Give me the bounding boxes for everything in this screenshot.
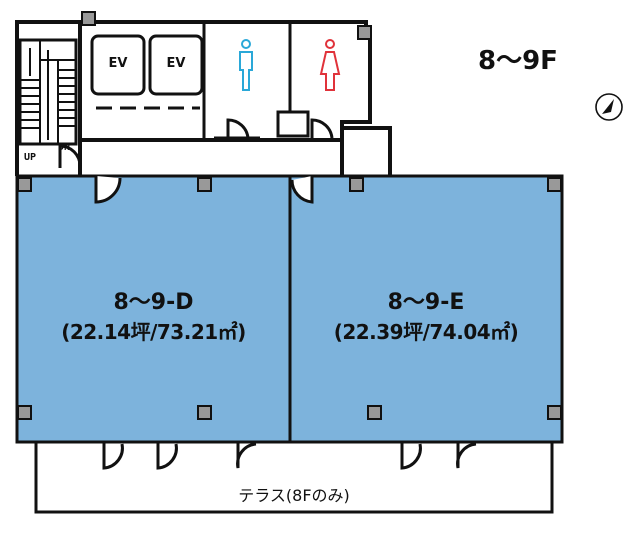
terrace-label: テラス(8Fのみ) — [238, 486, 350, 505]
female-restroom-icon — [319, 39, 341, 91]
doors-bottom — [102, 442, 477, 470]
stair-up-label: UP — [24, 152, 37, 163]
elevator-label: EV — [108, 56, 128, 71]
doors-top — [58, 144, 314, 204]
stairs — [18, 38, 78, 146]
unit-e-area-text: (22.39坪/74.04㎡) — [333, 320, 519, 344]
restroom-walls — [202, 22, 334, 140]
unit-e-area[interactable] — [290, 176, 562, 442]
male-restroom-icon — [239, 39, 253, 91]
stair-down-label: DN — [58, 142, 71, 153]
unit-d-area-text: (22.14坪/73.21㎡) — [61, 320, 246, 344]
north-arrow-icon — [595, 93, 623, 121]
unit-d-name: 8〜9-D — [113, 290, 194, 315]
terrace-outline — [34, 442, 554, 514]
columns — [17, 11, 562, 420]
elevator-shafts — [90, 22, 206, 110]
elevator-label: EV — [166, 56, 186, 71]
unit-walls — [15, 174, 564, 444]
floor-label: 8〜9F — [478, 46, 558, 76]
unit-e-name: 8〜9-E — [387, 290, 465, 315]
unit-d-area[interactable] — [17, 176, 290, 442]
